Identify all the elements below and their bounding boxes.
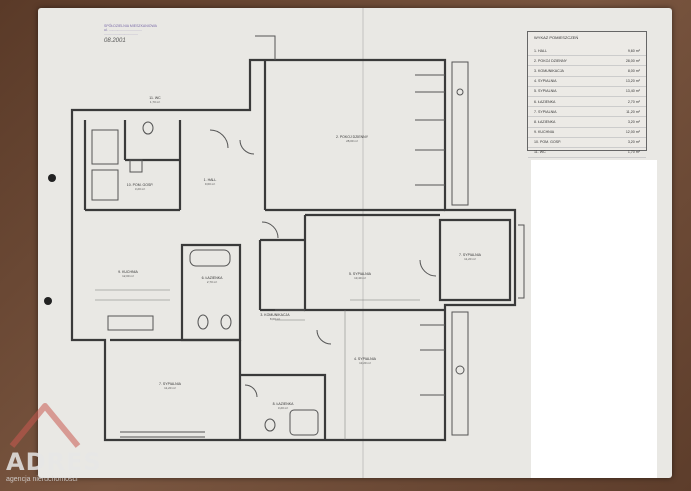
stamp-line: ................................... <box>104 32 139 36</box>
adres-watermark-logo: ADRES agencja nieruchomości <box>0 398 120 491</box>
room-label-area: 3,20 m² <box>277 406 289 410</box>
stamp-line: SPÓŁDZIELNIA MIESZKANIOWA <box>104 24 157 28</box>
punch-hole-top <box>48 174 56 182</box>
legend-room-area: 3,20 m² <box>627 140 640 145</box>
room-label-area: 9,60 m² <box>204 182 216 186</box>
legend-room-area: 13,20 m² <box>625 79 640 84</box>
legend-room-name: 2. POKOJ DZIENNY <box>534 58 567 63</box>
legend-row: 10. POM. GOSP. 3,20 m² <box>528 138 646 148</box>
room-label-area: 2,70 m² <box>206 280 218 284</box>
legend-room-area: 3,20 m² <box>627 119 640 124</box>
redaction-white-box <box>531 160 657 478</box>
legend-room-name: 8. ŁAZIENKA <box>534 119 556 124</box>
room-label-area: 28,00 m² <box>346 139 358 143</box>
legend-row: 1. HALL 9,60 m² <box>528 46 646 57</box>
legend-room-name: 11. WC <box>534 150 546 155</box>
legend-room-name: 1. HALL <box>534 48 547 53</box>
legend-room-area: 1,70 m² <box>627 150 640 155</box>
legend-room-area: 8,00 m² <box>627 68 640 73</box>
room-label-area: 11,20 m² <box>164 386 176 390</box>
legend-row: 7. SYPIALNIA 11,20 m² <box>528 107 646 118</box>
legend-row: 9. KUCHNIA 12,00 m² <box>528 128 646 138</box>
room-label-name: 7. SYPIALNIA <box>459 253 481 257</box>
legend-room-area: 13,40 m² <box>625 89 640 94</box>
room-label-area: 8,00 m² <box>269 317 281 321</box>
room-label-area: 13,40 m² <box>354 276 366 280</box>
legend-row: 2. POKOJ DZIENNY 28,00 m² <box>528 56 646 67</box>
legend-room-name: 9. KUCHNIA <box>534 130 555 135</box>
legend-row: 8. ŁAZIENKA 3,20 m² <box>528 117 646 128</box>
legend-room-name: 3. KOMUNIKACJA <box>534 68 564 73</box>
stamp-signature: 08.2001 <box>104 38 126 44</box>
room-label-area: 12,00 m² <box>122 274 134 278</box>
room-label-name: 9. KUCHNIA <box>118 270 138 274</box>
room-label-name: 3. KOMUNIKACJA <box>260 313 290 317</box>
room-label-area: 13,20 m² <box>359 361 371 365</box>
stamp-line: ul. .................................. <box>104 28 142 32</box>
legend-row: 3. KOMUNIKACJA 8,00 m² <box>528 66 646 77</box>
room-label-name: 7. SYPIALNIA <box>159 382 181 386</box>
logo-name: ADRES <box>6 448 102 476</box>
legend-room-area: 28,00 m² <box>625 58 640 63</box>
legend-room-area: 2,70 m² <box>627 99 640 104</box>
cooperative-stamp: SPÓŁDZIELNIA MIESZKANIOWA ul. ..........… <box>104 24 204 44</box>
room-label-name: 6. ŁAZIENKA <box>201 276 223 280</box>
legend-room-name: 10. POM. GOSP. <box>534 140 562 145</box>
room-label-area: 1,70 m² <box>149 100 161 104</box>
room-label: 10. POM. GOSP.3,20 m² <box>127 183 153 191</box>
legend-room-name: 6. ŁAZIENKA <box>534 99 556 104</box>
room-label-name: 5. SYPIALNIA <box>349 272 371 276</box>
legend-row: 11. WC 1,70 m² <box>528 148 646 159</box>
legend-room-area: 11,20 m² <box>626 109 640 114</box>
legend-row: 4. SYPIALNIA 13,20 m² <box>528 77 646 87</box>
room-label-name: 4. SYPIALNIA <box>354 357 376 361</box>
house-roof-icon <box>9 403 81 448</box>
room-label-name: 1. HALL <box>203 178 217 182</box>
room-label-area: 3,20 m² <box>134 187 146 191</box>
legend-row: 5. SYPIALNIA 13,40 m² <box>528 87 646 97</box>
room-label-name: 2. POKOJ DZIENNY <box>335 135 369 139</box>
room-label-name: 10. POM. GOSP. <box>126 183 154 187</box>
logo-tagline: agencja nieruchomości <box>6 476 78 483</box>
punch-hole-bottom <box>44 297 52 305</box>
legend-room-area: 12,00 m² <box>625 130 640 135</box>
room-area-legend: WYKAZ POMIESZCZEŃ 1. HALL 9,60 m² 2. POKO… <box>527 31 647 165</box>
paper-fold-line <box>362 8 364 478</box>
legend-row: 6. ŁAZIENKA 2,70 m² <box>528 97 646 108</box>
legend-room-area: 9,60 m² <box>627 48 640 53</box>
legend-room-name: 5. SYPIALNIA <box>534 89 557 94</box>
room-label-area: 11,20 m² <box>464 257 476 261</box>
room-label-name: 8. ŁAZIENKA <box>272 402 294 406</box>
room-label-name: 11. WC <box>149 96 161 100</box>
legend-room-name: 7. SYPIALNIA <box>534 109 557 114</box>
legend-room-name: 4. SYPIALNIA <box>534 79 557 84</box>
legend-header: WYKAZ POMIESZCZEŃ <box>534 35 579 40</box>
